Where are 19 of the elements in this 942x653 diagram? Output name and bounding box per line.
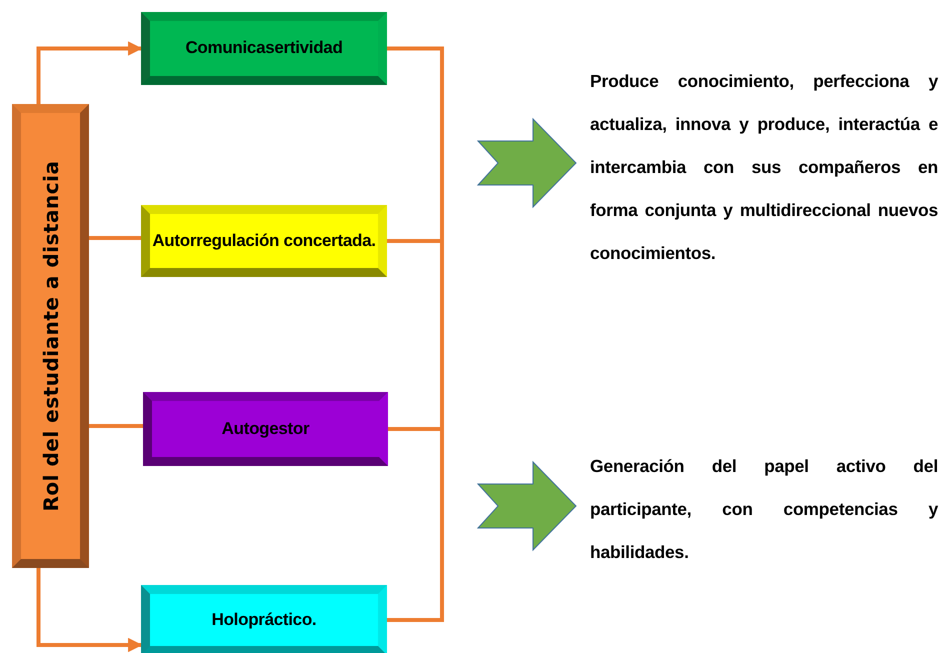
block-arrow [476,460,577,552]
arrow [36,41,142,104]
connector-line [387,340,444,622]
beveled-box [12,104,89,568]
beveled-box [143,392,388,466]
connector-line [89,424,143,428]
beveled-box [141,585,387,653]
description-text: Generación del papel activo del participante, con competencias y habilidades. [590,455,938,564]
beveled-box [141,205,387,277]
box-label: Comunicasertividad [185,38,343,59]
connector-line [89,236,141,240]
box-label: Autogestor [222,418,310,440]
box-label: Autorregulación concertada. [152,230,376,252]
box-label: Holopráctico. [212,610,316,630]
arrow [36,568,142,652]
box-label: Rol del estudiante a distancia [38,160,62,512]
beveled-box [141,12,387,85]
block-arrow [476,118,577,208]
description-text: Produce conocimiento, perfecciona y actualiza, innova y produce, interactúa e intercambia con sus compañeros en forma conjunta y multidireccional nuevos conocimientos. [590,70,938,265]
